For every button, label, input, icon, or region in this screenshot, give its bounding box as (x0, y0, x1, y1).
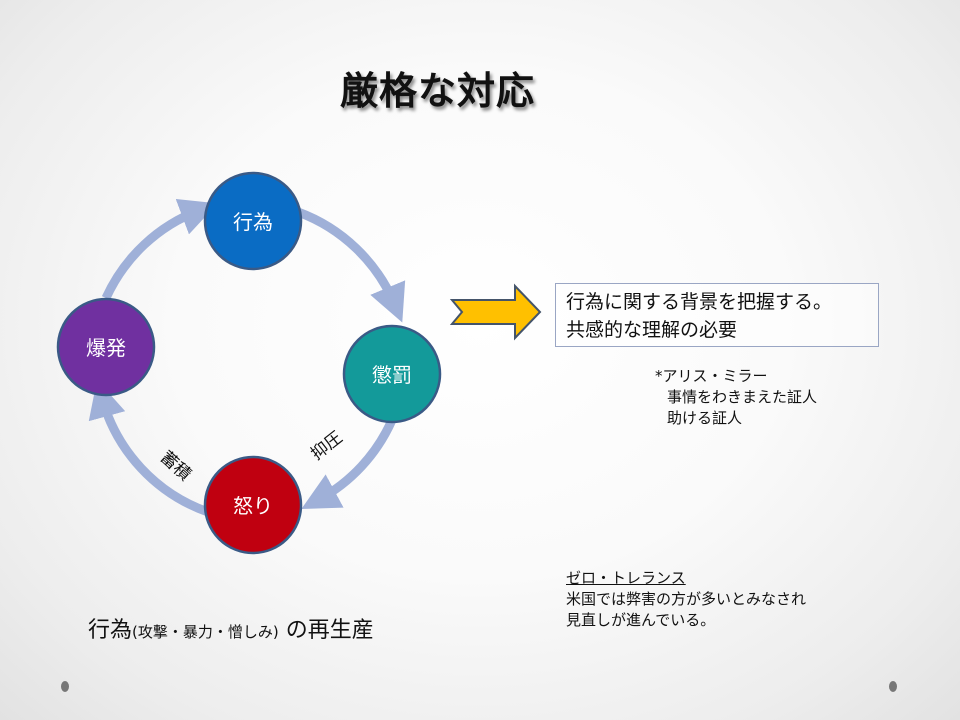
arrow-act-to-punish (296, 207, 406, 323)
alice-miller-note: *アリス・ミラー 事情をわきまえた証人 助ける証人 (655, 366, 817, 429)
callout-line-2: 共感的な理解の必要 (566, 319, 738, 341)
cycle-caption: 行為(攻撃・暴力・憎しみ) の再生産 (88, 612, 374, 644)
note-line-2: 事情をわきまえた証人 (667, 388, 818, 406)
node-act: 行為 (203, 171, 303, 271)
callout-line-1: 行為に関する背景を把握する。 (566, 291, 833, 313)
node-explode-label: 爆発 (86, 336, 126, 360)
node-explode: 爆発 (56, 297, 156, 397)
arrow-anger-to-explode (88, 379, 210, 517)
bullet-dot-left-icon (61, 681, 69, 692)
caption-main: 行為 (88, 618, 133, 643)
note-line-1: *アリス・ミラー (655, 367, 768, 385)
zero-tolerance-line-1: 米国では弊害の方が多いとみなされ (566, 590, 807, 608)
slide-title: 厳格な対応 (339, 69, 535, 113)
zero-tolerance-heading: ゼロ・トレランス (566, 569, 686, 587)
node-punish: 懲罰 (342, 324, 442, 424)
zero-tolerance-line-2: 見直しが進んでいる。 (566, 611, 716, 629)
node-anger: 怒り (203, 455, 303, 555)
bullet-dot-right-icon (889, 681, 897, 692)
right-arrow-icon (449, 283, 542, 341)
node-punish-label: 懲罰 (372, 363, 412, 387)
node-act-label: 行為 (233, 210, 273, 234)
note-line-3: 助ける証人 (667, 409, 743, 427)
arrow-punish-to-anger (301, 418, 397, 509)
node-anger-label: 怒り (233, 494, 273, 518)
callout-box: 行為に関する背景を把握する。 共感的な理解の必要 (555, 283, 879, 347)
caption-paren: (攻撃・暴力・憎しみ) (132, 623, 279, 641)
zero-tolerance-note: ゼロ・トレランス 米国では弊害の方が多いとみなされ 見直しが進んでいる。 (566, 568, 806, 631)
arrow-explode-to-act (101, 198, 218, 300)
edge-label-accumulation: 蓄積 (156, 447, 195, 485)
edge-label-suppression: 抑圧 (307, 428, 346, 465)
caption-tail: の再生産 (285, 618, 374, 643)
